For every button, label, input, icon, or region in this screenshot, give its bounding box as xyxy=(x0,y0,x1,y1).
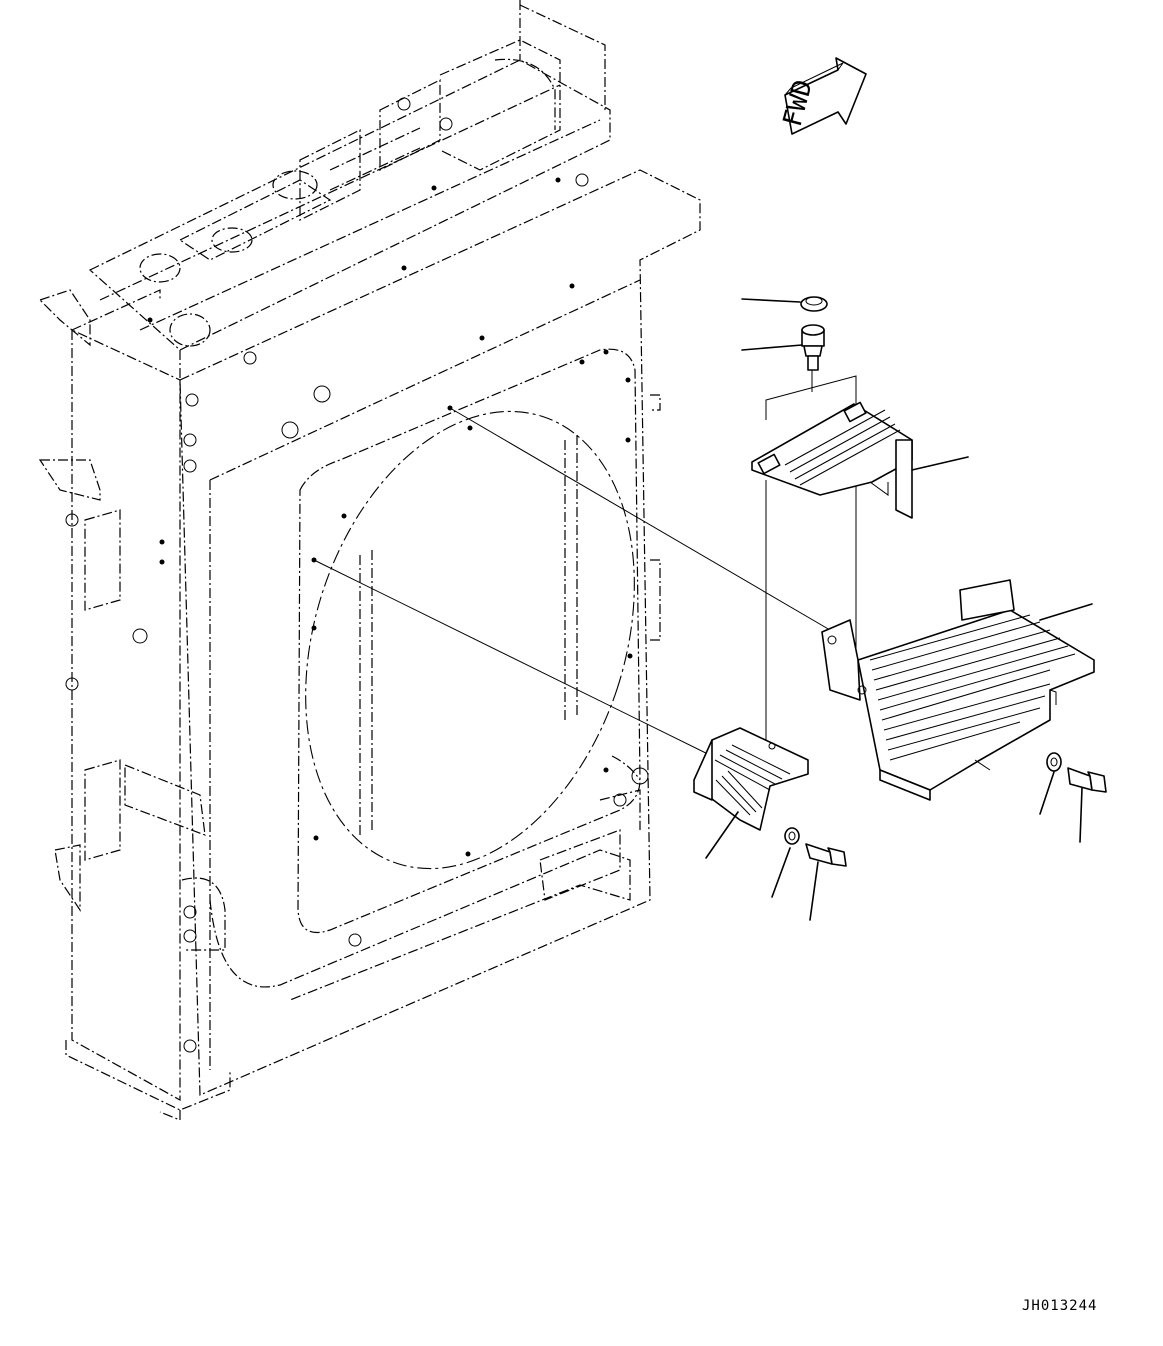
leader-washer-right xyxy=(1039,771,1055,815)
plug-part xyxy=(800,296,828,312)
drawing-code-label: JH013244 xyxy=(1022,1298,1098,1314)
leader-fitting xyxy=(741,344,803,351)
assembly-lines xyxy=(313,365,857,761)
fitting-part xyxy=(801,324,825,371)
radiator-frame xyxy=(38,0,701,1121)
leader-bolt-right xyxy=(1079,787,1083,843)
leader-upper-bracket xyxy=(911,456,969,471)
leader-left-bracket xyxy=(705,811,739,859)
leader-washer-left xyxy=(771,847,791,898)
leader-bolt-left xyxy=(809,861,819,921)
frame-fasteners xyxy=(65,97,649,1053)
bolt-right xyxy=(1067,767,1107,793)
washer-right xyxy=(1046,752,1062,772)
under-cover-part xyxy=(821,579,1095,801)
callout-leaders xyxy=(705,298,1093,921)
upper-bracket-part xyxy=(751,401,913,519)
washer-left xyxy=(784,827,800,845)
leader-under-cover xyxy=(1039,603,1093,621)
leader-plug xyxy=(741,298,801,303)
left-bracket-part xyxy=(693,727,809,831)
fwd-direction-arrow: FWD xyxy=(778,57,867,135)
bolt-left xyxy=(805,843,847,867)
